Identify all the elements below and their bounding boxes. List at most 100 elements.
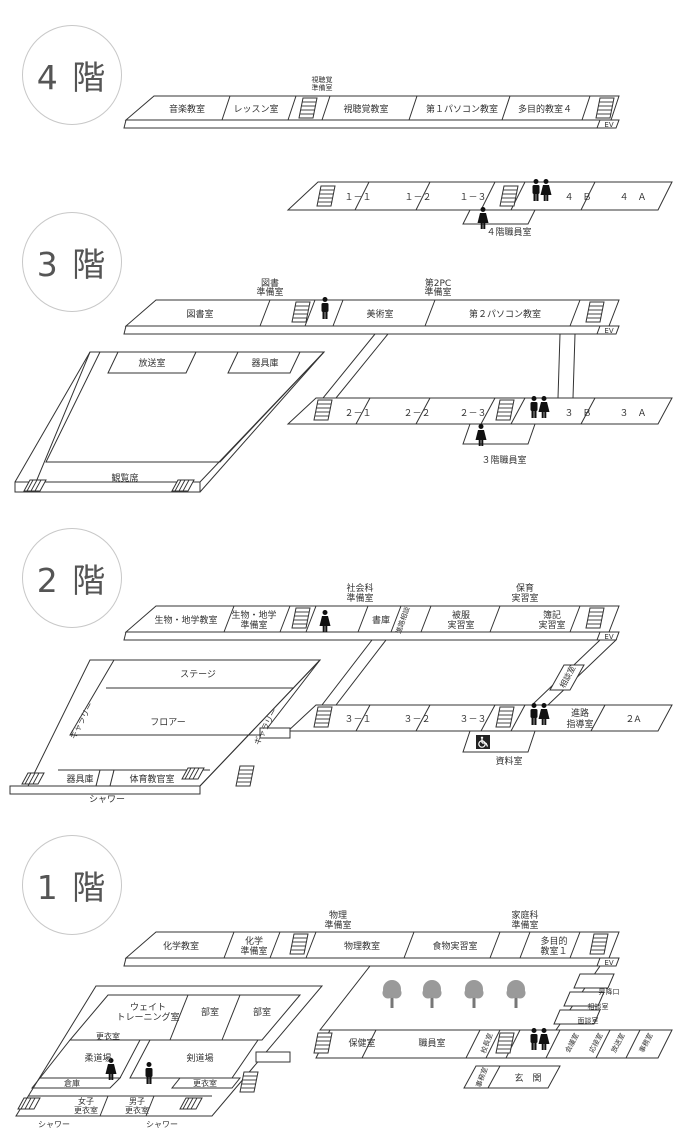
stairs-icon <box>179 1097 203 1110</box>
stairs-icon <box>289 933 309 955</box>
room-label: 観覧席 <box>111 472 138 484</box>
room-label: 社会科 <box>346 582 373 594</box>
room-label: 被服 <box>452 609 470 621</box>
male-restroom-icon <box>145 1062 153 1084</box>
room-label: 準備室 <box>312 83 333 92</box>
room-label: 食物実習室 <box>432 940 477 952</box>
floor-4-corridor <box>123 95 620 129</box>
room-label: 男子 <box>129 1097 145 1106</box>
room-label: 事務室 <box>637 1031 655 1054</box>
room-label: 化学 <box>245 935 263 947</box>
female-restroom-icon <box>538 1028 550 1050</box>
male-restroom-icon <box>530 703 538 725</box>
male-restroom-icon <box>530 1028 538 1050</box>
room-label: 書庫 <box>372 614 390 626</box>
room-label: 物理教室 <box>344 940 380 952</box>
room-label: 部室 <box>253 1006 271 1018</box>
classroom-label: １－２ <box>404 193 431 203</box>
classroom-label: ２－２ <box>403 409 430 419</box>
room-label: 第２パソコン教室 <box>469 308 541 320</box>
room-label: 校長室 <box>479 1032 495 1055</box>
room-label: 生物・地学 <box>231 609 276 621</box>
floor-3-connector <box>321 333 576 399</box>
tree-icon <box>382 980 402 1008</box>
room-label: 多目的 <box>540 935 567 947</box>
room-label: 保健室 <box>348 1037 375 1049</box>
room-label: 物理 <box>329 909 347 921</box>
stairs-icon <box>21 772 45 785</box>
room-label: 事務室 <box>474 1066 490 1089</box>
room-label: 女子 <box>78 1096 94 1106</box>
room-label: 剣道場 <box>186 1052 213 1064</box>
room-label: 指導室 <box>566 718 593 730</box>
room-label: 倉庫 <box>64 1078 80 1088</box>
room-label: 図書 <box>261 277 279 289</box>
room-label: 家庭科 <box>511 909 538 921</box>
stairs-icon <box>589 933 609 955</box>
room-label: 準備室 <box>346 592 373 604</box>
room-label: 準備室 <box>256 286 283 298</box>
room-label: 実習室 <box>511 592 538 604</box>
room-label: 多目的教室４ <box>518 103 572 115</box>
floor-1-budo <box>15 985 324 1117</box>
classroom-label: ２A <box>625 715 641 725</box>
room-label: ４階職員室 <box>486 226 531 238</box>
elevator-label: EV <box>604 327 613 335</box>
classroom-label: ２－３ <box>459 409 486 419</box>
stairs-icon <box>595 97 615 119</box>
room-label: レッスン室 <box>233 103 278 115</box>
room-label: 準備室 <box>240 945 267 957</box>
stairs-icon <box>313 399 333 421</box>
classroom-label: ３ Ｂ <box>564 409 591 419</box>
stairs-icon <box>495 1032 515 1054</box>
classroom-label: １－３ <box>459 193 486 203</box>
elevator-label: EV <box>604 121 613 129</box>
male-restroom-icon <box>530 396 538 418</box>
room-label: ウェイト <box>130 1002 166 1013</box>
stairs-icon <box>499 185 519 207</box>
room-label: 準備室 <box>424 286 451 298</box>
tree-icon <box>464 980 484 1008</box>
tree-icon <box>422 980 442 1008</box>
floor-1-admin-wing <box>255 973 673 1089</box>
room-label: 視聴覚 <box>312 75 333 84</box>
room-label: 柔道場 <box>84 1052 111 1064</box>
room-label: 更衣室 <box>125 1105 149 1115</box>
classroom-label: ４ Ａ <box>619 193 646 203</box>
room-label: 昇降口 <box>599 987 620 996</box>
room-label: 準備室 <box>240 619 267 631</box>
room-label: 職員室 <box>418 1037 445 1049</box>
room-label: 簿記 <box>543 609 561 621</box>
room-label: 美術室 <box>366 308 393 320</box>
room-label: 放送室 <box>138 357 165 369</box>
stairs-icon <box>313 1032 333 1054</box>
room-label: 更衣室 <box>74 1105 98 1115</box>
classroom-label: ４ Ｂ <box>564 193 591 203</box>
classroom-label: ３－２ <box>403 715 430 725</box>
room-label: シャワー <box>89 795 125 805</box>
stairs-icon <box>316 185 336 207</box>
room-label: 器具庫 <box>66 773 93 785</box>
classroom-label: ３－３ <box>459 715 486 725</box>
stairs-icon <box>313 706 333 728</box>
elevator-label: EV <box>604 633 613 641</box>
room-label: 準備室 <box>511 919 538 931</box>
floor-3-badge: 3 階 <box>22 212 122 312</box>
room-label: 器具庫 <box>251 357 278 369</box>
room-label: シャワー <box>38 1120 70 1129</box>
room-label: ステージ <box>180 669 216 680</box>
stairs-icon <box>291 607 311 629</box>
room-label: 更衣室 <box>96 1031 120 1041</box>
stairs-icon <box>585 301 605 323</box>
classroom-label: １－１ <box>344 193 371 203</box>
room-label: 部室 <box>201 1006 219 1018</box>
stairs-icon <box>17 1097 41 1110</box>
room-label: 教室１ <box>540 945 567 957</box>
room-label: 進路相談 <box>394 605 412 634</box>
room-label: 図書室 <box>186 308 213 320</box>
female-restroom-icon <box>538 396 550 418</box>
room-label: フロアー <box>150 718 185 728</box>
stairs-icon <box>239 1071 259 1093</box>
room-label: 資料室 <box>495 755 522 767</box>
